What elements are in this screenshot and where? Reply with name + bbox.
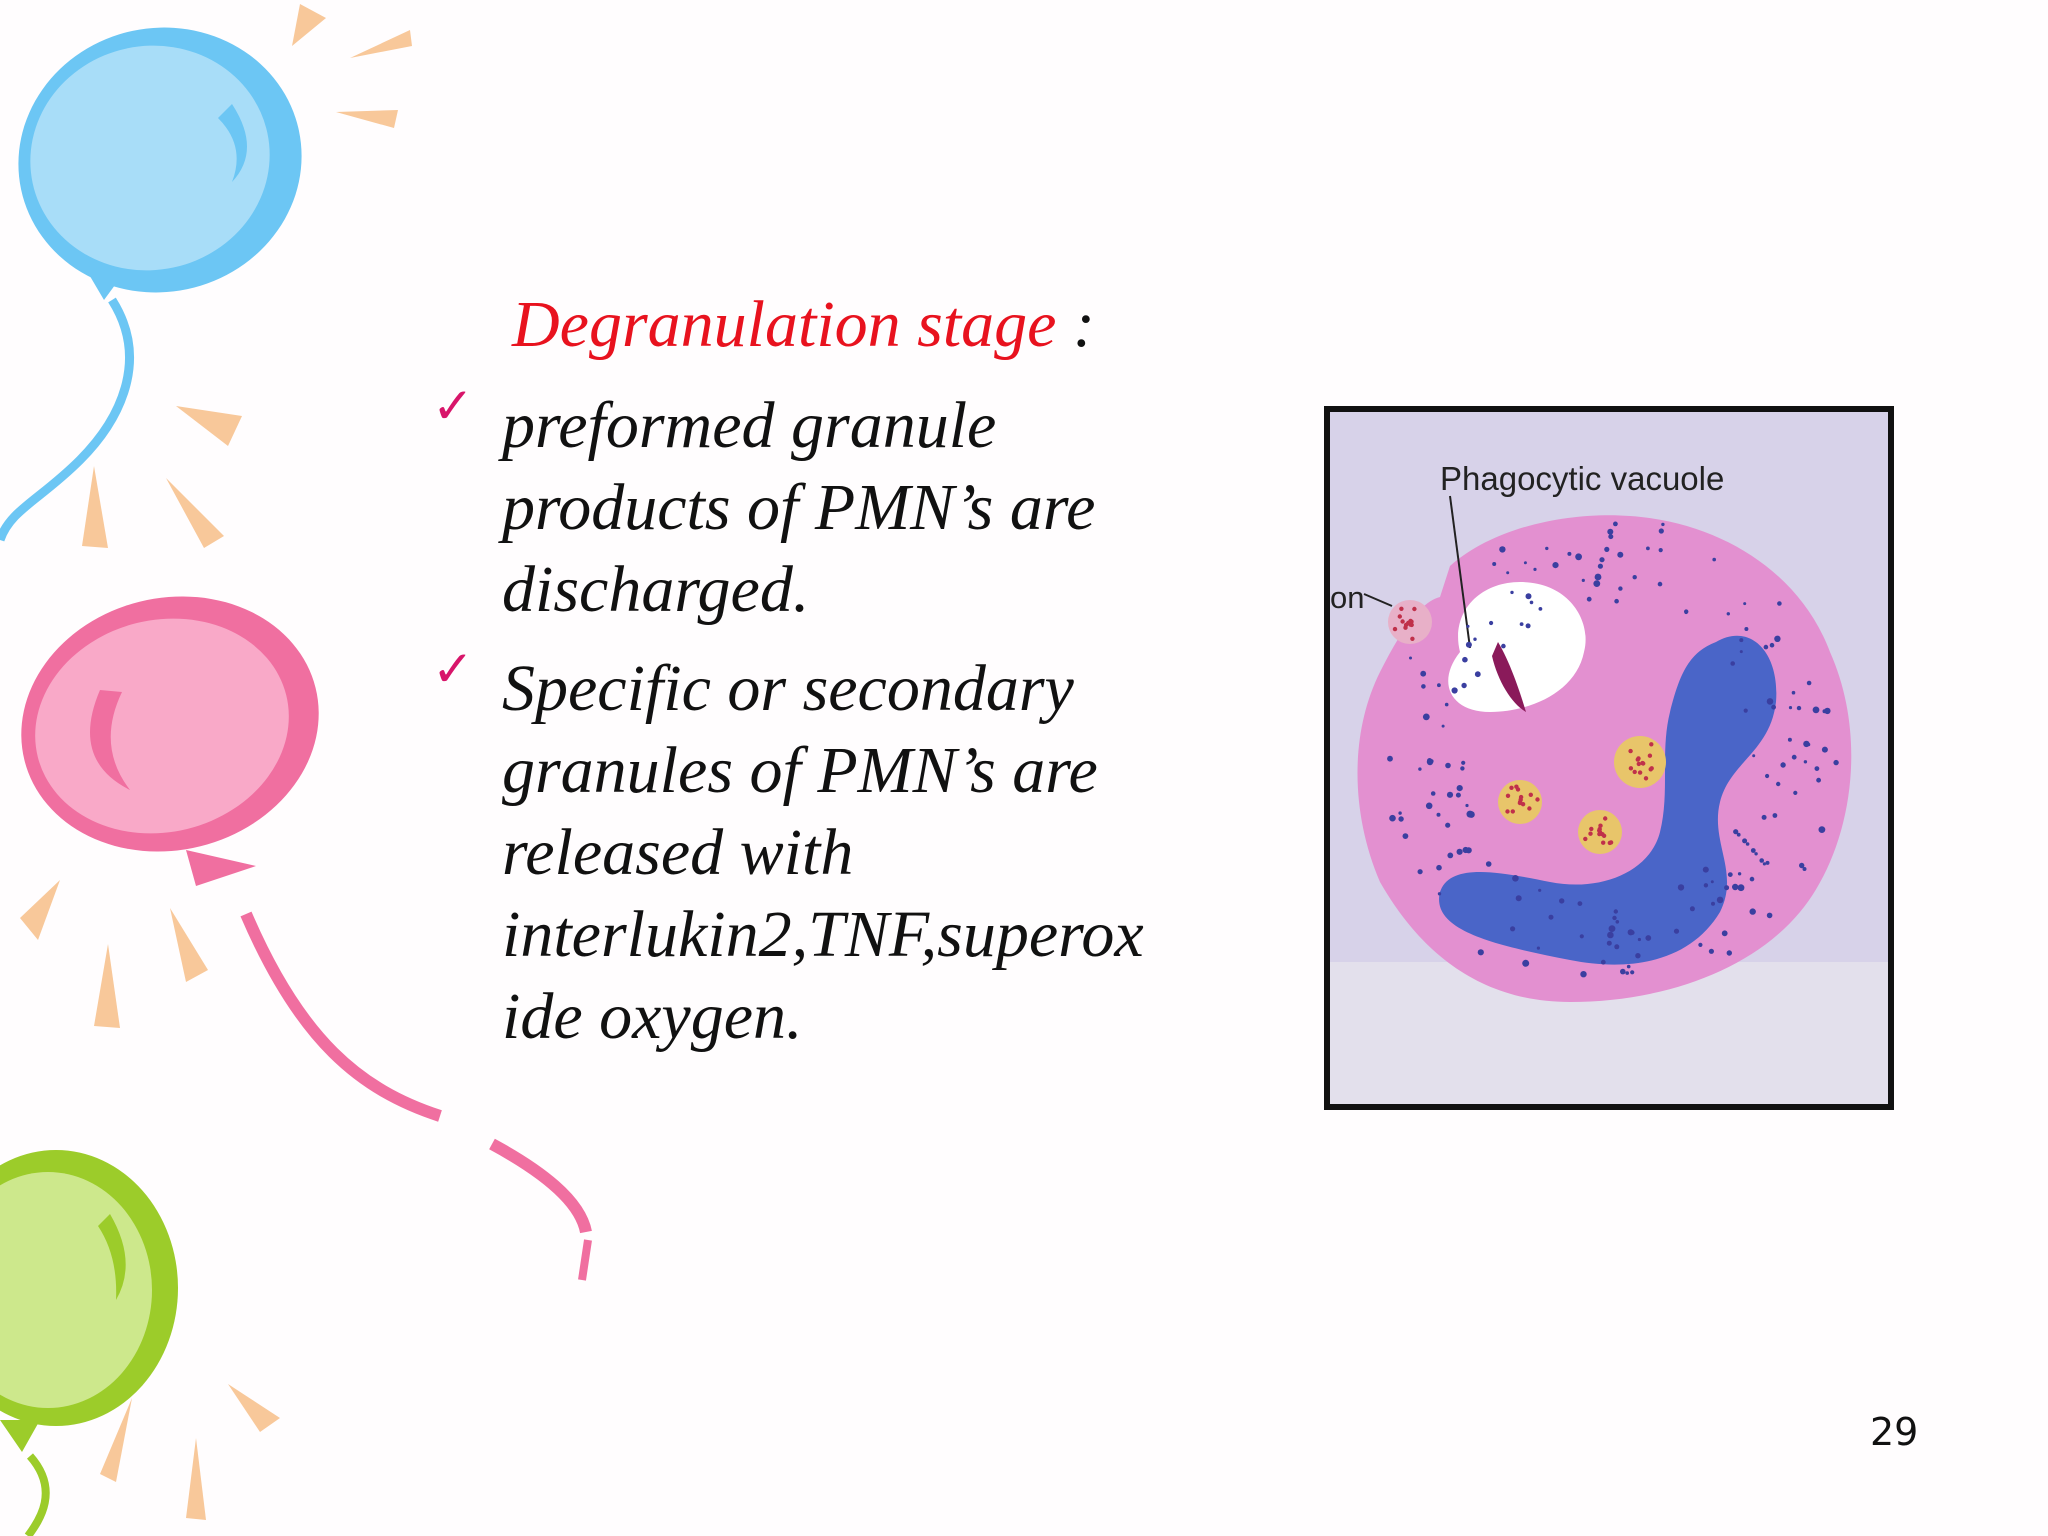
- bullet-line: interlukin2,TNF,superox: [502, 898, 1144, 971]
- bullet-line: preformed granule: [502, 389, 997, 462]
- heading-text: Degranulation stage: [512, 288, 1057, 361]
- text-block: Degranulation stage : ✓ preformed granul…: [0, 0, 1300, 1100]
- phagocytic-vacuole-label: Phagocytic vacuole: [1440, 460, 1725, 497]
- bullet-line: released with: [502, 816, 854, 889]
- nucleus-shape: [1439, 635, 1777, 965]
- slide-heading: Degranulation stage :: [512, 283, 1095, 367]
- bullet-line: ide oxygen.: [502, 980, 803, 1053]
- pink-balloon-icon: [21, 596, 592, 1281]
- green-balloon-icon: [0, 1150, 178, 1536]
- neutrophil-illustration: Phagocytic vacuole on: [1324, 406, 1894, 1110]
- balloon-decoration: [0, 4, 592, 1536]
- blue-balloon-icon: [0, 27, 302, 542]
- bullet-line: discharged.: [502, 553, 810, 626]
- bullet-line: Specific or secondary: [502, 652, 1074, 725]
- checkmark-icon: ✓: [432, 640, 474, 698]
- bullet-text: preformed granule products of PMN’s are …: [502, 385, 1262, 631]
- bullet-line: granules of PMN’s are: [502, 734, 1098, 807]
- ingested-particle: [1492, 642, 1526, 712]
- vacuole-shape: [1448, 582, 1586, 712]
- bullet-text: Specific or secondary granules of PMN’s …: [502, 648, 1262, 1058]
- page-number: 29: [1870, 1410, 1919, 1454]
- checkmark-icon: ✓: [432, 377, 474, 435]
- rays-decoration: [20, 4, 412, 1520]
- bullet-line: products of PMN’s are: [502, 471, 1096, 544]
- cell-drawing: [1330, 412, 1888, 1104]
- partial-label: on: [1330, 580, 1365, 615]
- heading-colon: :: [1056, 288, 1095, 361]
